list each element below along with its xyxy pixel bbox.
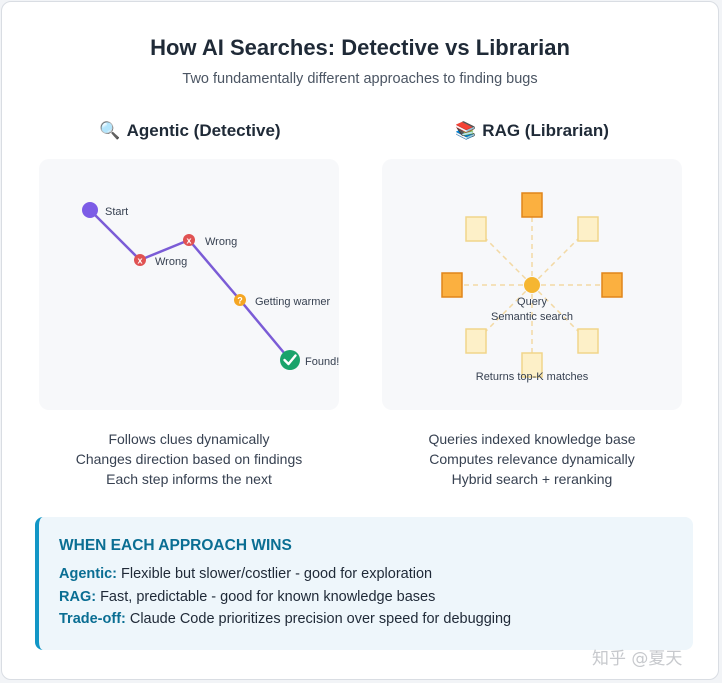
start-label: Start [105, 206, 128, 218]
page-subtitle: Two fundamentally different approaches t… [182, 71, 538, 87]
found-label: Found! [305, 356, 339, 368]
doc-node-strong [601, 272, 623, 298]
found-node [280, 350, 300, 370]
page-title: How AI Searches: Detective vs Librarian [150, 35, 570, 60]
agentic-description: Follows clues dynamically Changes direct… [39, 429, 339, 489]
callout-key: Trade-off: [59, 611, 126, 627]
agentic-desc-line: Each step informs the next [106, 471, 272, 487]
callout-line-tradeoff: Trade-off:Claude Code prioritizes precis… [59, 611, 511, 627]
doc-node-weak [521, 352, 543, 378]
watermark: 知乎 @夏天 [592, 649, 683, 669]
callout-key: Agentic: [59, 566, 117, 582]
wrong-label-1: Wrong [155, 256, 187, 268]
callout-line-rag: RAG:Fast, predictable - good for known k… [59, 589, 435, 605]
books-icon: 📚 [455, 121, 477, 141]
callout-key: RAG: [59, 589, 97, 605]
rag-radial-diagram: Query Semantic search Returns top-K matc… [441, 192, 623, 383]
agentic-panel: Start x Wrong x Wrong ? Getting warmer F… [39, 159, 339, 410]
rag-desc-line: Hybrid search + reranking [451, 471, 613, 487]
rag-heading-text: RAG (Librarian) [482, 121, 609, 140]
callout-text: Claude Code prioritizes precision over s… [129, 611, 512, 627]
doc-node-weak [465, 328, 487, 354]
warmer-mark: ? [237, 296, 243, 306]
callout-text: Fast, predictable - good for known knowl… [100, 589, 436, 605]
returns-label: Returns top-K matches [476, 371, 589, 383]
rag-desc-line: Queries indexed knowledge base [428, 431, 636, 447]
wrong-node-1 [134, 254, 146, 266]
magnifier-icon: 🔍 [99, 121, 121, 141]
doc-node-weak [577, 328, 599, 354]
callout-text: Flexible but slower/costlier - good for … [121, 566, 433, 582]
rag-desc-line: Computes relevance dynamically [429, 451, 635, 467]
warmer-node [234, 294, 246, 306]
doc-node-weak [577, 216, 599, 242]
wrong-mark-1: x [137, 256, 142, 266]
search-path-line [89, 209, 291, 361]
agentic-path-diagram: Start x Wrong x Wrong ? Getting warmer F… [82, 202, 339, 370]
query-node [524, 277, 540, 293]
warmer-label: Getting warmer [255, 296, 331, 308]
agentic-desc-line: Follows clues dynamically [108, 431, 270, 447]
rag-description: Queries indexed knowledge base Computes … [382, 429, 682, 489]
doc-node-weak [465, 216, 487, 242]
semantic-search-label: Semantic search [491, 311, 573, 323]
doc-node-strong [521, 192, 543, 218]
wrong-node-2 [183, 234, 195, 246]
agentic-heading-text: Agentic (Detective) [126, 121, 281, 140]
callout-title: WHEN EACH APPROACH WINS [59, 537, 292, 554]
comparison-callout: WHEN EACH APPROACH WINS Agentic:Flexible… [35, 517, 693, 650]
callout-line-agentic: Agentic:Flexible but slower/costlier - g… [59, 566, 432, 582]
agentic-desc-line: Changes direction based on findings [75, 451, 303, 467]
query-label: Query [517, 296, 547, 308]
rag-panel: Query Semantic search Returns top-K matc… [382, 159, 682, 410]
wrong-label-2: Wrong [205, 236, 237, 248]
start-node [82, 202, 98, 218]
agentic-heading: 🔍 Agentic (Detective) [40, 121, 340, 141]
wrong-mark-2: x [186, 236, 191, 246]
check-icon [283, 354, 297, 366]
doc-node-strong [441, 272, 463, 298]
rag-heading: 📚 RAG (Librarian) [382, 121, 682, 141]
